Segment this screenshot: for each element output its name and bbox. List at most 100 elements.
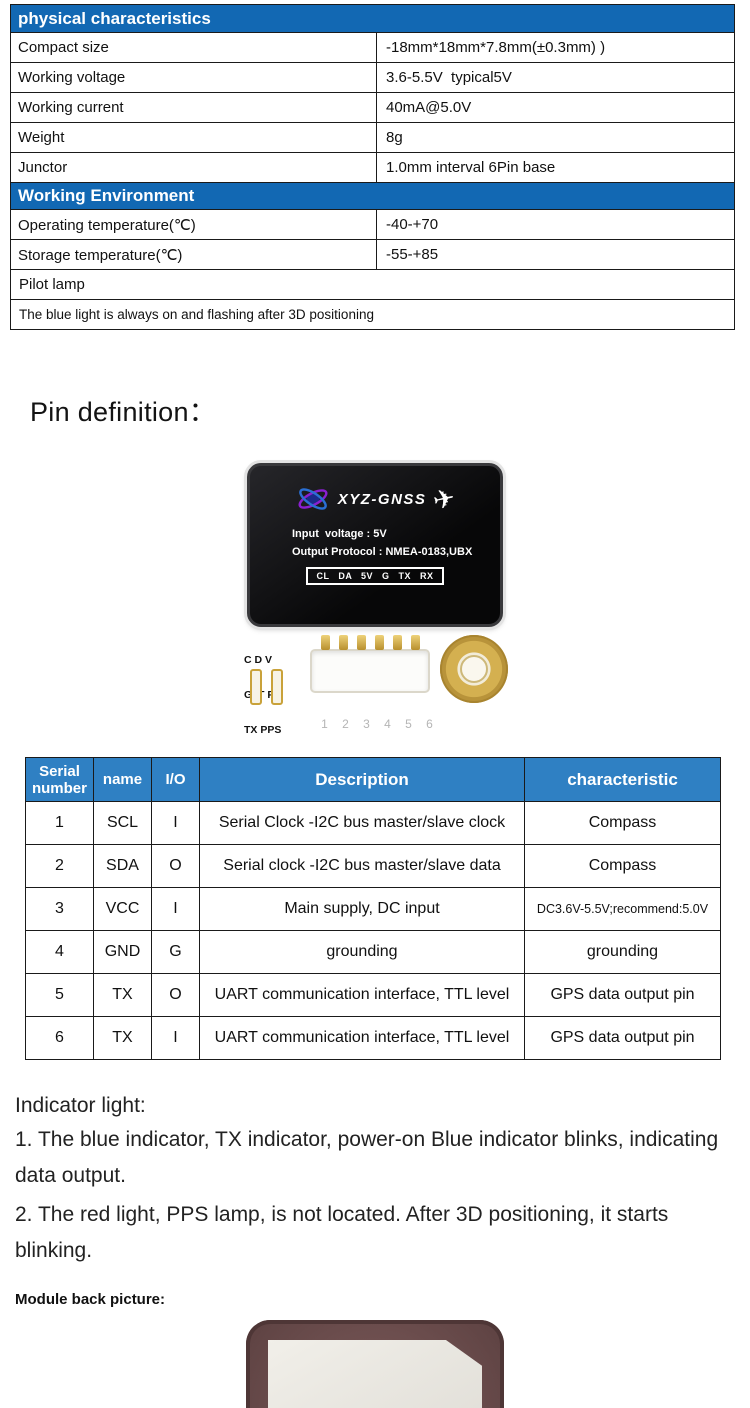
pilot-lamp-row: Pilot lamp xyxy=(11,269,734,299)
cell-name: VCC xyxy=(93,887,152,931)
module-input-voltage: Input voltage : 5V xyxy=(292,528,387,540)
col-description: Description xyxy=(199,757,525,802)
col-serial-number: Serial number xyxy=(25,757,94,802)
col-io: I/O xyxy=(151,757,200,802)
cell-name: TX xyxy=(93,973,152,1017)
cell-description: UART communication interface, TTL level xyxy=(199,973,525,1017)
cell-io: G xyxy=(151,930,200,974)
spec-value: 40mA@5.0V xyxy=(386,99,472,116)
pin-numbers: 1 2 3 4 5 6 xyxy=(321,717,433,731)
cell-name: TX xyxy=(93,1016,152,1060)
cell-io: I xyxy=(151,801,200,845)
cell-serial: 2 xyxy=(25,844,94,888)
airplane-icon: ✈ xyxy=(430,482,459,516)
cell-description: UART communication interface, TTL level xyxy=(199,1016,525,1060)
cell-name: SCL xyxy=(93,801,152,845)
spec-row-operating-temperature: Operating temperature(℃) -40-+70 xyxy=(11,209,734,239)
side-label-row: C D V xyxy=(244,653,273,666)
pin-table: Serial number name I/O Description chara… xyxy=(25,757,721,1060)
cell-io: I xyxy=(151,887,200,931)
cell-serial: 3 xyxy=(25,887,94,931)
antenna-connector-center xyxy=(460,655,488,683)
spec-value: 8g xyxy=(386,129,403,146)
cell-characteristic: GPS data output pin xyxy=(524,1016,721,1060)
indicator-note-2: 2. The red light, PPS lamp, is not locat… xyxy=(15,1203,669,1263)
cell-description: Serial clock -I2C bus master/slave data xyxy=(199,844,525,888)
gold-pin xyxy=(320,635,330,650)
cell-serial: 4 xyxy=(25,930,94,974)
spec-value: -18mm*18mm*7.8mm(±0.3mm) ) xyxy=(386,39,606,56)
cell-serial: 1 xyxy=(25,801,94,845)
ceramic-antenna xyxy=(268,1339,482,1408)
cell-description: grounding xyxy=(199,930,525,974)
solder-pad xyxy=(250,669,262,705)
module-logo-row: XYZ-GNSS ✈ xyxy=(250,466,500,517)
pin-table-row: 4 GND G grounding grounding xyxy=(25,930,721,974)
cell-serial: 5 xyxy=(25,973,94,1017)
pin-table-row: 3 VCC I Main supply, DC input DC3.6V-5.5… xyxy=(25,887,721,931)
spec-label: Weight xyxy=(11,123,377,152)
spec-row-storage-temperature: Storage temperature(℃) -55-+85 xyxy=(11,239,734,269)
solder-pad xyxy=(271,669,283,705)
cell-io: I xyxy=(151,1016,200,1060)
antenna-connector xyxy=(440,635,508,703)
spec-label: Junctor xyxy=(11,153,377,182)
spec-row-working-current: Working current 40mA@5.0V xyxy=(11,92,734,122)
pin-table-row: 2 SDA O Serial clock -I2C bus master/sla… xyxy=(25,844,721,888)
indicator-section: Indicator light: 1. The blue indicator, … xyxy=(15,1094,737,1269)
cell-characteristic: Compass xyxy=(524,801,721,845)
spec-label: Storage temperature(℃) xyxy=(11,240,377,269)
spec-value: 1.0mm interval 6Pin base xyxy=(386,159,556,176)
pin-table-row: 5 TX O UART communication interface, TTL… xyxy=(25,973,721,1017)
pin-table-row: 6 TX I UART communication interface, TTL… xyxy=(25,1016,721,1060)
gold-pin xyxy=(392,635,402,650)
gold-pin xyxy=(338,635,348,650)
physical-characteristics-header: physical characteristics xyxy=(11,5,734,32)
cell-serial: 6 xyxy=(25,1016,94,1060)
spec-value: 3.6-5.5V typical5V xyxy=(386,69,512,86)
spec-row-junctor: Junctor 1.0mm interval 6Pin base xyxy=(11,152,734,182)
gold-pin xyxy=(410,635,420,650)
spec-table: physical characteristics Compact size -1… xyxy=(10,4,735,330)
spec-value: -55-+85 xyxy=(386,246,439,263)
gnss-logo-icon xyxy=(298,488,328,510)
cell-characteristic: DC3.6V-5.5V;recommend:5.0V xyxy=(524,887,721,931)
spec-row-working-voltage: Working voltage 3.6-5.5V typical5V xyxy=(11,62,734,92)
cell-description: Main supply, DC input xyxy=(199,887,525,931)
indicator-title: Indicator light: xyxy=(15,1094,146,1117)
solder-pads xyxy=(250,669,283,705)
module-output-protocol: Output Protocol : NMEA-0183,UBX xyxy=(292,546,473,558)
connector-body xyxy=(310,649,430,693)
cell-name: SDA xyxy=(93,844,152,888)
spec-value: -40-+70 xyxy=(386,216,439,233)
spec-label: Working current xyxy=(11,93,377,122)
working-environment-header: Working Environment xyxy=(11,182,734,209)
cell-io: O xyxy=(151,844,200,888)
module-pin-strip: CL DA 5V G TX RX xyxy=(306,567,444,585)
spec-row-weight: Weight 8g xyxy=(11,122,734,152)
pin-header-connector xyxy=(310,635,430,693)
col-name: name xyxy=(93,757,152,802)
pilot-lamp-note-row: The blue light is always on and flashing… xyxy=(11,299,734,329)
gold-pin xyxy=(374,635,384,650)
pin-definition-title: Pin definition： xyxy=(30,397,217,427)
module-back-image xyxy=(246,1319,504,1408)
cell-characteristic: Compass xyxy=(524,844,721,888)
gold-pins-row xyxy=(310,635,430,650)
cell-description: Serial Clock -I2C bus master/slave clock xyxy=(199,801,525,845)
cell-io: O xyxy=(151,973,200,1017)
pin-table-header-row: Serial number name I/O Description chara… xyxy=(25,757,721,802)
pin-table-row: 1 SCL I Serial Clock -I2C bus master/sla… xyxy=(25,801,721,845)
module-pins-area: C D V G T R TX PPS xyxy=(242,631,508,736)
cell-characteristic: grounding xyxy=(524,930,721,974)
spec-label: Operating temperature(℃) xyxy=(11,210,377,239)
spec-label: Working voltage xyxy=(11,63,377,92)
module-brand: XYZ-GNSS xyxy=(337,490,427,508)
indicator-note-1: 1. The blue indicator, TX indicator, pow… xyxy=(15,1128,719,1187)
col-characteristic: characteristic xyxy=(524,757,721,802)
module-front-image: XYZ-GNSS ✈ Input voltage : 5V Output Pro… xyxy=(242,463,508,736)
side-label-row: TX PPS xyxy=(244,724,282,736)
gold-pin xyxy=(356,635,366,650)
spec-label: Compact size xyxy=(11,33,377,62)
